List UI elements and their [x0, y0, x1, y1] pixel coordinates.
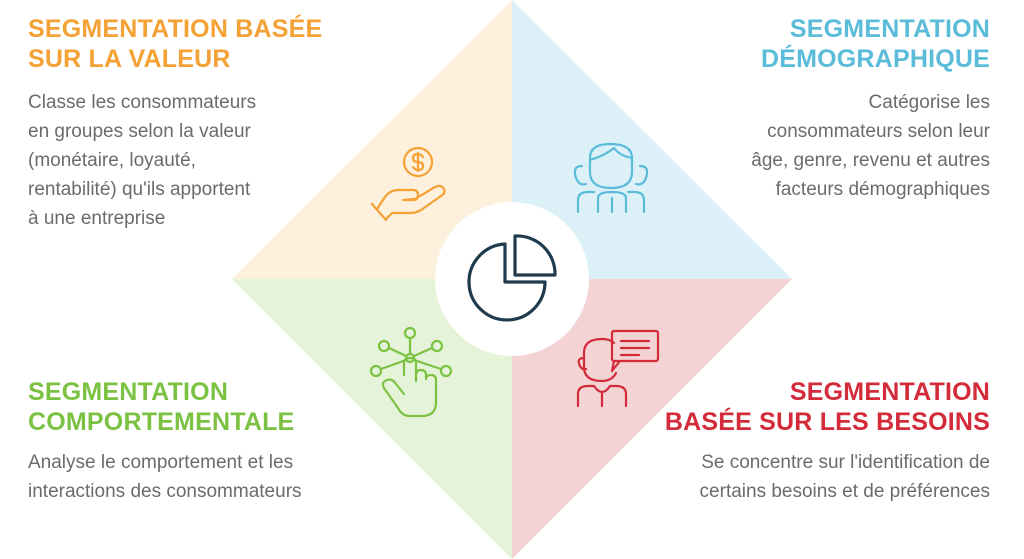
- behavioral-segmentation-description: Analyse le comportement et les interacti…: [28, 452, 302, 502]
- hand-touch-network-icon: [369, 326, 453, 418]
- hand-coin-icon: [370, 146, 446, 222]
- pie-chart-icon: [467, 234, 557, 322]
- value-segmentation-title: SEGMENTATION BASÉE SUR LA VALEUR: [28, 15, 323, 73]
- person-speech-icon: [576, 329, 660, 408]
- quadrant-value-bg: [232, 0, 512, 279]
- center-circle: [435, 202, 589, 356]
- needs-segmentation-title: SEGMENTATION BASÉE SUR LES BESOINS: [664, 378, 990, 436]
- value-segmentation-description: Classe les consommateurs en groupes selo…: [28, 92, 257, 229]
- demographic-segmentation-description: Catégorise les consommateurs selon leur …: [751, 92, 990, 200]
- behavioral-segmentation-title: SEGMENTATION COMPORTEMENTALE: [28, 378, 295, 436]
- demographic-segmentation-title: SEGMENTATION DÉMOGRAPHIQUE: [760, 15, 990, 73]
- needs-segmentation-description: Se concentre sur l'identification de cer…: [699, 452, 990, 502]
- quadrant-demographic-bg: [512, 0, 792, 279]
- people-group-icon: [573, 142, 649, 214]
- quadrant-needs-bg: [512, 279, 792, 559]
